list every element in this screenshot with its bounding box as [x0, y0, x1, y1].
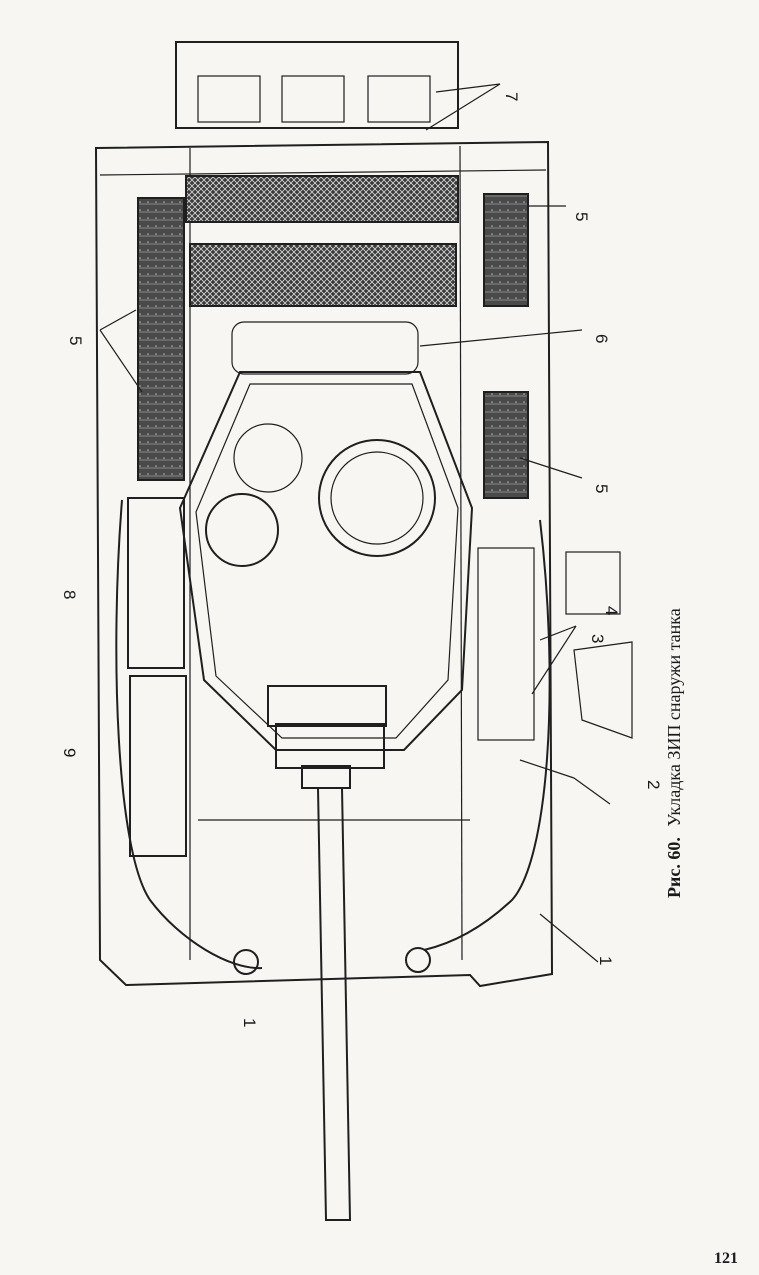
callout-5c: 5	[592, 484, 611, 493]
turret	[178, 371, 474, 751]
callout-8: 8	[60, 590, 79, 599]
callout-lines	[99, 83, 611, 963]
callout-3: 3	[588, 634, 607, 643]
figure-caption: Рис. 60. Укладка ЗИП снаружи танка	[664, 608, 684, 898]
callout-5b: 5	[572, 212, 591, 221]
tool-box	[477, 547, 633, 741]
callout-7: 7	[502, 92, 521, 101]
tarpaulin-roll	[231, 321, 419, 375]
engine-grille	[185, 175, 459, 307]
callout-5a: 5	[66, 336, 85, 345]
callout-2: 2	[644, 780, 663, 789]
callout-9: 9	[60, 748, 79, 757]
callout-1b: 1	[596, 956, 615, 965]
external-fuel-tank	[137, 193, 529, 499]
spare-track-link	[197, 75, 431, 123]
callout-labels: 5 5 6 5 7 8 9 4 3 2 1 1	[60, 92, 663, 1027]
tow-cable	[115, 499, 551, 975]
page-number: 121	[714, 1250, 738, 1267]
callout-4: 4	[602, 606, 621, 615]
gun-barrel	[275, 723, 385, 1221]
callout-6: 6	[592, 334, 611, 343]
callout-1a: 1	[240, 1018, 259, 1027]
rear-track-panel	[175, 41, 459, 129]
zip-box	[127, 497, 187, 857]
